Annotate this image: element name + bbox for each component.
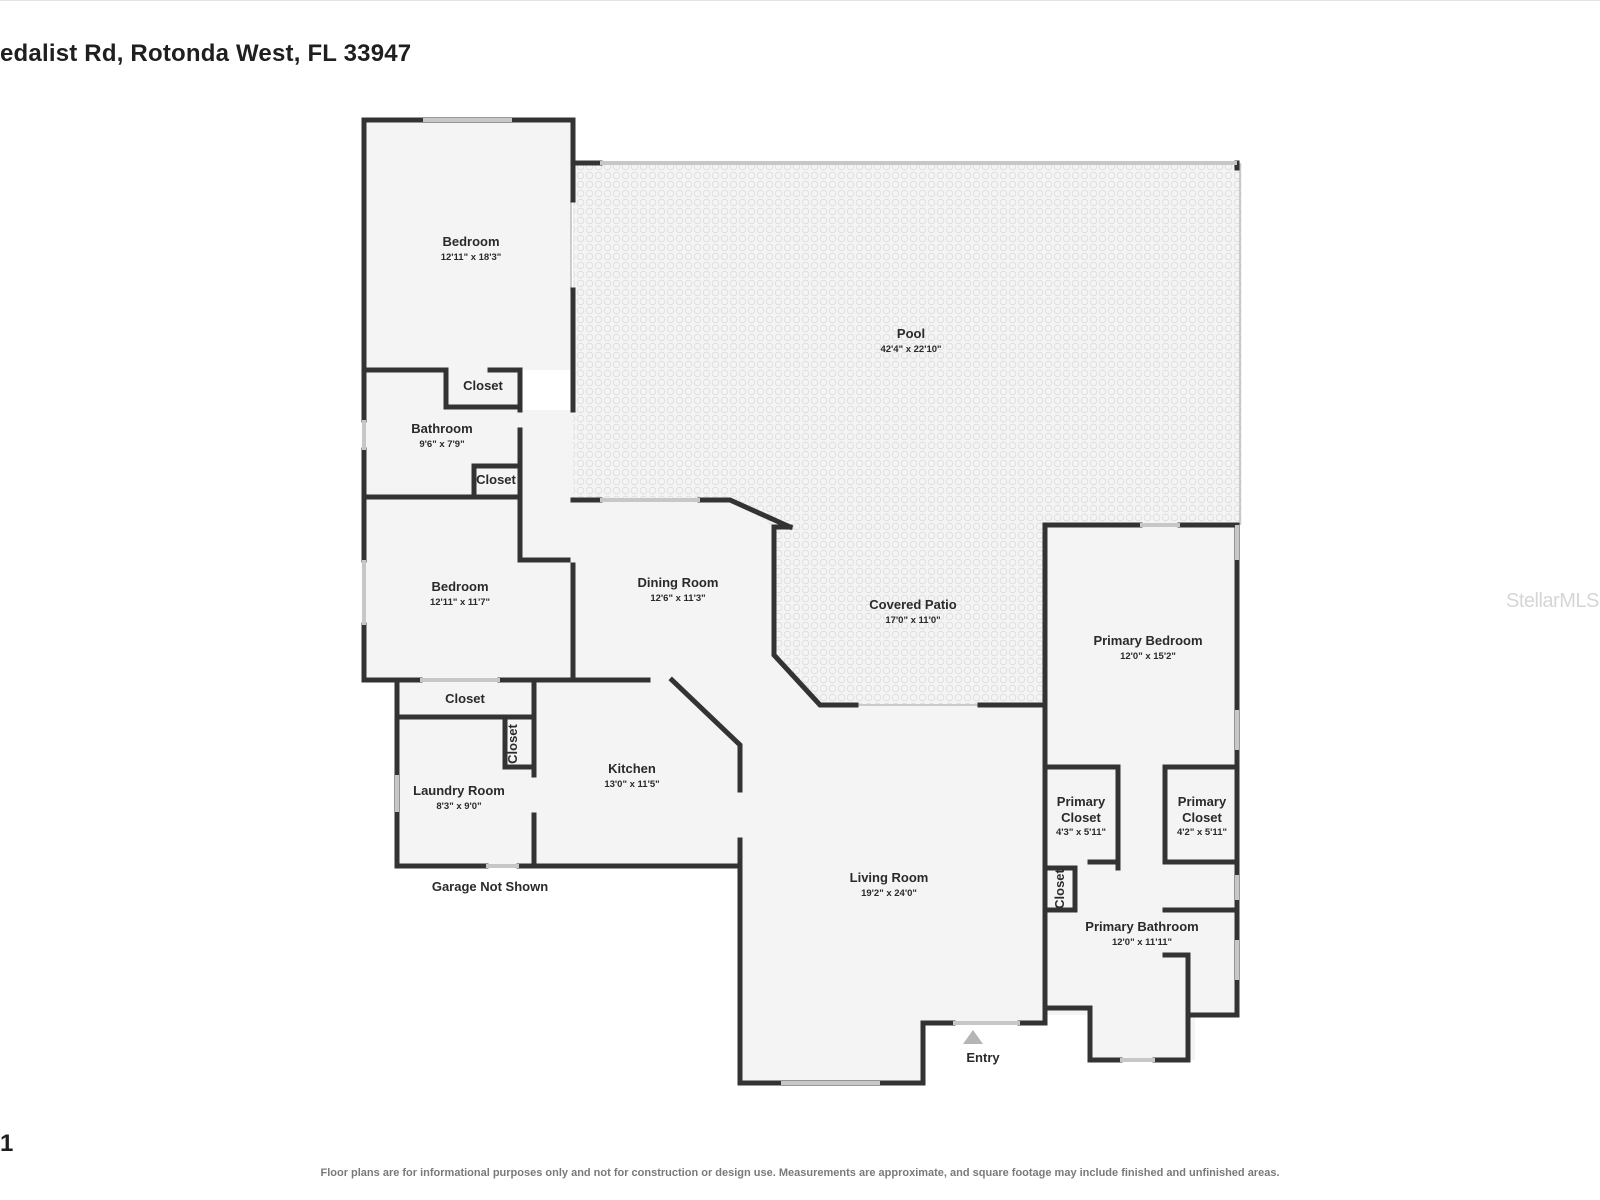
entry-label: Entry bbox=[966, 1050, 1000, 1065]
room-dims-laundry: 8'3" x 9'0" bbox=[436, 801, 481, 812]
room-fills bbox=[364, 120, 1237, 1083]
room-name-primary-closet-2-line1: Primary bbox=[1178, 794, 1227, 809]
room-name-primary-closet-1-line2: Closet bbox=[1061, 810, 1101, 825]
room-dims-bathroom: 9'6" x 7'9" bbox=[419, 439, 464, 450]
room-name-kitchen: Kitchen bbox=[608, 761, 656, 776]
room-name-closet-3: Closet bbox=[445, 691, 485, 706]
room-name-covered-patio: Covered Patio bbox=[869, 597, 956, 612]
room-dims-primary-closet-1: 4'3" x 5'11" bbox=[1056, 827, 1106, 838]
pool-paver-area bbox=[573, 163, 1242, 705]
entry-arrow-icon bbox=[963, 1030, 983, 1044]
room-dims-dining: 12'6" x 11'3" bbox=[650, 593, 705, 604]
floor-number: 1 bbox=[0, 1130, 14, 1157]
room-dims-pool: 42'4" x 22'10" bbox=[880, 344, 941, 355]
room-name-closet-4: Closet bbox=[505, 723, 520, 763]
room-labels: Bedroom 12'11" x 18'3" Closet Bathroom 9… bbox=[411, 234, 1227, 1065]
room-name-primary-closet-1-line1: Primary bbox=[1057, 794, 1106, 809]
room-dims-bedroom-1: 12'11" x 18'3" bbox=[441, 252, 502, 263]
room-name-primary-bedroom: Primary Bedroom bbox=[1093, 633, 1202, 648]
room-name-bathroom: Bathroom bbox=[411, 421, 472, 436]
room-name-primary-closet-2-line2: Closet bbox=[1182, 810, 1222, 825]
room-dims-covered-patio: 17'0" x 11'0" bbox=[885, 615, 940, 626]
room-dims-primary-closet-2: 4'2" x 5'11" bbox=[1177, 827, 1227, 838]
room-dims-primary-bathroom: 12'0" x 11'11" bbox=[1112, 937, 1172, 948]
room-name-closet-2: Closet bbox=[476, 472, 516, 487]
room-name-closet-5: Closet bbox=[1052, 868, 1067, 908]
room-dims-primary-bedroom: 12'0" x 15'2" bbox=[1120, 651, 1176, 662]
room-name-closet-1: Closet bbox=[463, 378, 503, 393]
watermark: StellarMLS bbox=[1506, 590, 1599, 612]
room-name-bedroom-1: Bedroom bbox=[442, 234, 499, 249]
room-dims-bedroom-2: 12'11" x 11'7" bbox=[430, 597, 490, 608]
room-dims-living: 19'2" x 24'0" bbox=[861, 888, 917, 899]
disclaimer: Floor plans are for informational purpos… bbox=[320, 1167, 1280, 1179]
room-name-bedroom-2: Bedroom bbox=[431, 579, 488, 594]
property-address: edalist Rd, Rotonda West, FL 33947 bbox=[0, 40, 412, 67]
garage-note: Garage Not Shown bbox=[432, 879, 548, 894]
top-divider bbox=[0, 0, 1600, 1]
room-name-living: Living Room bbox=[850, 870, 929, 885]
room-name-primary-bathroom: Primary Bathroom bbox=[1085, 919, 1198, 934]
room-name-pool: Pool bbox=[897, 326, 925, 341]
room-dims-kitchen: 13'0" x 11'5" bbox=[604, 779, 659, 790]
room-name-laundry: Laundry Room bbox=[413, 783, 505, 798]
windows bbox=[362, 118, 1239, 1085]
room-name-dining: Dining Room bbox=[638, 575, 719, 590]
